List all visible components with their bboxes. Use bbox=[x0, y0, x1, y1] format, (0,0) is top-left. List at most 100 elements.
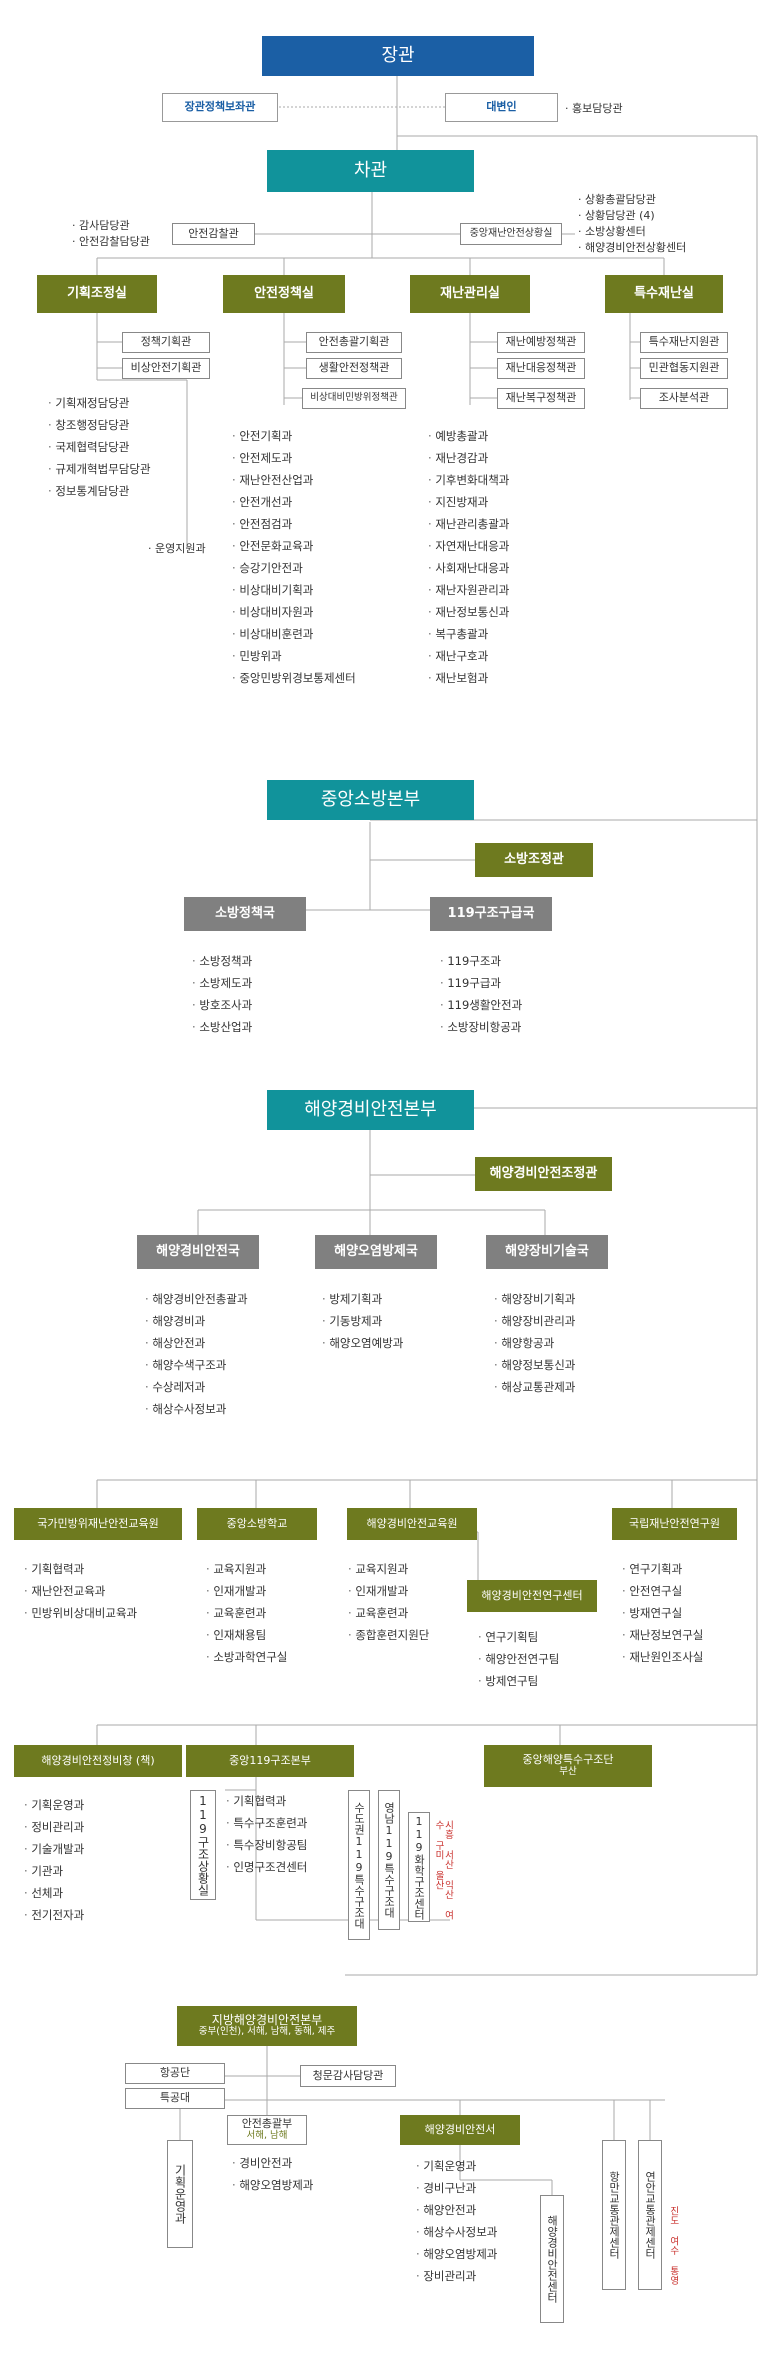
sub-box[interactable]: 조사분석관 bbox=[640, 388, 728, 409]
fire-policy-items: 소방정책과 소방제도과 방호조사과 소방산업과 bbox=[192, 950, 252, 1038]
agency-box[interactable]: 해양경비안전교육원 bbox=[347, 1508, 477, 1540]
list-item: 방제기획과 bbox=[322, 1288, 403, 1310]
agency-items: 교육지원과 인재개발과 교육훈련과 인재채용팀 소방과학연구실 bbox=[206, 1558, 287, 1668]
sub-box[interactable]: 재난복구정책관 bbox=[497, 388, 585, 409]
list-item: 전기전자과 bbox=[24, 1904, 84, 1926]
list-item: 기술개발과 bbox=[24, 1838, 84, 1860]
vertical-box[interactable]: 영남119특수구조대 bbox=[378, 1790, 400, 1930]
list-item: 연구기획팀 bbox=[478, 1626, 559, 1648]
list-item: 해양장비기획과 bbox=[494, 1288, 575, 1310]
list-item: 재난자원관리과 bbox=[428, 579, 509, 601]
list-item: · 안전감찰담당관 bbox=[72, 235, 150, 248]
list-item: 복구총괄과 bbox=[428, 623, 509, 645]
maintenance-depot-box[interactable]: 해양경비안전정비창 (책) bbox=[14, 1745, 182, 1777]
list-item: 교육훈련과 bbox=[206, 1602, 287, 1624]
list-item: 지진방재과 bbox=[428, 491, 509, 513]
list-item: 119구급과 bbox=[440, 972, 522, 994]
vertical-box[interactable]: 연안교통관제센터 bbox=[638, 2140, 662, 2290]
list-item: 인재개발과 bbox=[206, 1580, 287, 1602]
sub-box[interactable]: 민관협동지원관 bbox=[640, 358, 728, 379]
list-item: 규제개혁법무담당관 bbox=[48, 458, 150, 480]
sub-box[interactable]: 비상대비민방위정책관 bbox=[302, 388, 406, 409]
fire-coord-box[interactable]: 소방조정관 bbox=[475, 843, 593, 877]
coast-coord-box[interactable]: 해양경비안전조정관 bbox=[475, 1157, 612, 1191]
fire-policy-box[interactable]: 소방정책국 bbox=[184, 897, 306, 931]
sub-box[interactable]: 재난대응정책관 bbox=[497, 358, 585, 379]
sub-box[interactable]: 특공대 bbox=[125, 2088, 225, 2109]
vertical-box[interactable]: 119구조상황실 bbox=[190, 1790, 216, 1900]
sub-box[interactable]: 정책기획관 bbox=[122, 332, 210, 353]
spokesperson-label: 대변인 bbox=[486, 100, 517, 114]
minister-box[interactable]: 장관 bbox=[262, 36, 534, 76]
sub-box[interactable]: 생활안전정책관 bbox=[306, 358, 402, 379]
coast-guard-box[interactable]: 해양경비안전국 bbox=[137, 1235, 259, 1269]
office-disaster[interactable]: 재난관리실 bbox=[410, 275, 530, 313]
list-item: 안전제도과 bbox=[232, 447, 356, 469]
agency-box[interactable]: 국가민방위재난안전교육원 bbox=[14, 1508, 182, 1540]
vertical-box[interactable]: 수도권119특수구조대 bbox=[348, 1790, 370, 1940]
sub-box[interactable]: 비상안전기획관 bbox=[122, 358, 210, 379]
spokesperson-box[interactable]: 대변인 bbox=[445, 93, 558, 122]
agency-box[interactable]: 국립재난안전연구원 bbox=[612, 1508, 737, 1540]
list-item: 수상레저과 bbox=[145, 1376, 248, 1398]
list-item: 해양오염예방과 bbox=[322, 1332, 403, 1354]
pr-officer: · 홍보담당관 bbox=[565, 102, 623, 115]
vice-minister-box[interactable]: 차관 bbox=[267, 150, 474, 192]
list-item: 재난원인조사실 bbox=[622, 1646, 703, 1668]
central-119-box[interactable]: 중앙119구조본부 bbox=[186, 1745, 354, 1777]
list-item: 경비안전과 bbox=[232, 2152, 313, 2174]
list-item: 민방위과 bbox=[232, 645, 356, 667]
list-item: 해양수색구조과 bbox=[145, 1354, 248, 1376]
safety-inspector-box[interactable]: 안전감찰관 bbox=[172, 223, 255, 245]
vertical-box[interactable]: 해양경비안전센터 bbox=[540, 2195, 564, 2323]
sub-box[interactable]: 특수재난지원관 bbox=[640, 332, 728, 353]
safety-div-items: 경비안전과 해양오염방제과 bbox=[232, 2152, 313, 2196]
list-item: 정비관리과 bbox=[24, 1816, 84, 1838]
list-item: · 소방상황센터 bbox=[578, 225, 646, 238]
regional-sub: 중부(인천), 서해, 남해, 동해, 제주 bbox=[198, 2026, 336, 2038]
fire-rescue-box[interactable]: 119구조구급국 bbox=[430, 897, 552, 931]
agency-box[interactable]: 해양경비안전연구센터 bbox=[467, 1580, 597, 1612]
office-plan[interactable]: 기획조정실 bbox=[37, 275, 157, 313]
list-item: 해양경비안전총괄과 bbox=[145, 1288, 247, 1310]
agency-items: 교육지원과 인재개발과 교육훈련과 종합훈련지원단 bbox=[348, 1558, 429, 1646]
vertical-box[interactable]: 항만교통관제센터 bbox=[602, 2140, 626, 2290]
list-item: 재난안전산업과 bbox=[232, 469, 356, 491]
list-item: 국제협력담당관 bbox=[48, 436, 151, 458]
fire-rescue-items: 119구조과 119구급과 119생활안전과 소방장비항공과 bbox=[440, 950, 522, 1038]
office-safety[interactable]: 안전정책실 bbox=[223, 275, 345, 313]
agency-items: 연구기획팀 해양안전연구팀 방제연구팀 bbox=[478, 1626, 559, 1692]
fire-hq-box[interactable]: 중앙소방본부 bbox=[267, 780, 474, 820]
policy-aide-box[interactable]: 장관정책보좌관 bbox=[162, 93, 278, 122]
coast-equipment-box[interactable]: 해양장비기술국 bbox=[486, 1235, 608, 1269]
coast-hq-box[interactable]: 해양경비안전본부 bbox=[267, 1090, 474, 1130]
vertical-note: 시흥 서산 익산 여수 구미 울산 bbox=[433, 1820, 454, 1920]
sub-box[interactable]: 재난예방정책관 bbox=[497, 332, 585, 353]
situation-room-box[interactable]: 중앙재난안전상황실 bbox=[460, 223, 562, 245]
vertical-box[interactable]: 기획운영과 bbox=[167, 2140, 193, 2248]
audit-box[interactable]: 청문감사담당관 bbox=[300, 2065, 396, 2087]
minister-label: 장관 bbox=[381, 44, 415, 66]
list-item: 사회재난대응과 bbox=[428, 557, 509, 579]
support-division: · 운영지원과 bbox=[148, 542, 206, 555]
sub-box[interactable]: 안전총괄기획관 bbox=[306, 332, 402, 353]
agency-box[interactable]: 중앙소방학교 bbox=[197, 1508, 317, 1540]
list-item: 해양안전연구팀 bbox=[478, 1648, 559, 1670]
list-item: 해양정보통신과 bbox=[494, 1354, 575, 1376]
list-item: 기획재정담당관 bbox=[48, 392, 151, 414]
list-item: 비상대비자원과 bbox=[232, 601, 356, 623]
vertical-box[interactable]: 119화학구조센터 bbox=[408, 1812, 430, 1922]
office-special[interactable]: 특수재난실 bbox=[605, 275, 723, 313]
station-box[interactable]: 해양경비안전서 bbox=[400, 2115, 520, 2145]
list-item: 기동방제과 bbox=[322, 1310, 403, 1332]
list-item: 기후변화대책과 bbox=[428, 469, 509, 491]
list-item: 해양안전과 bbox=[416, 2199, 497, 2221]
list-item: 비상대비훈련과 bbox=[232, 623, 356, 645]
coast-pollution-box[interactable]: 해양오염방제국 bbox=[315, 1235, 437, 1269]
sub-box[interactable]: 항공단 bbox=[125, 2063, 225, 2084]
list-item: 경비구난과 bbox=[416, 2177, 497, 2199]
list-item: 중앙민방위경보통제센터 bbox=[232, 667, 355, 689]
